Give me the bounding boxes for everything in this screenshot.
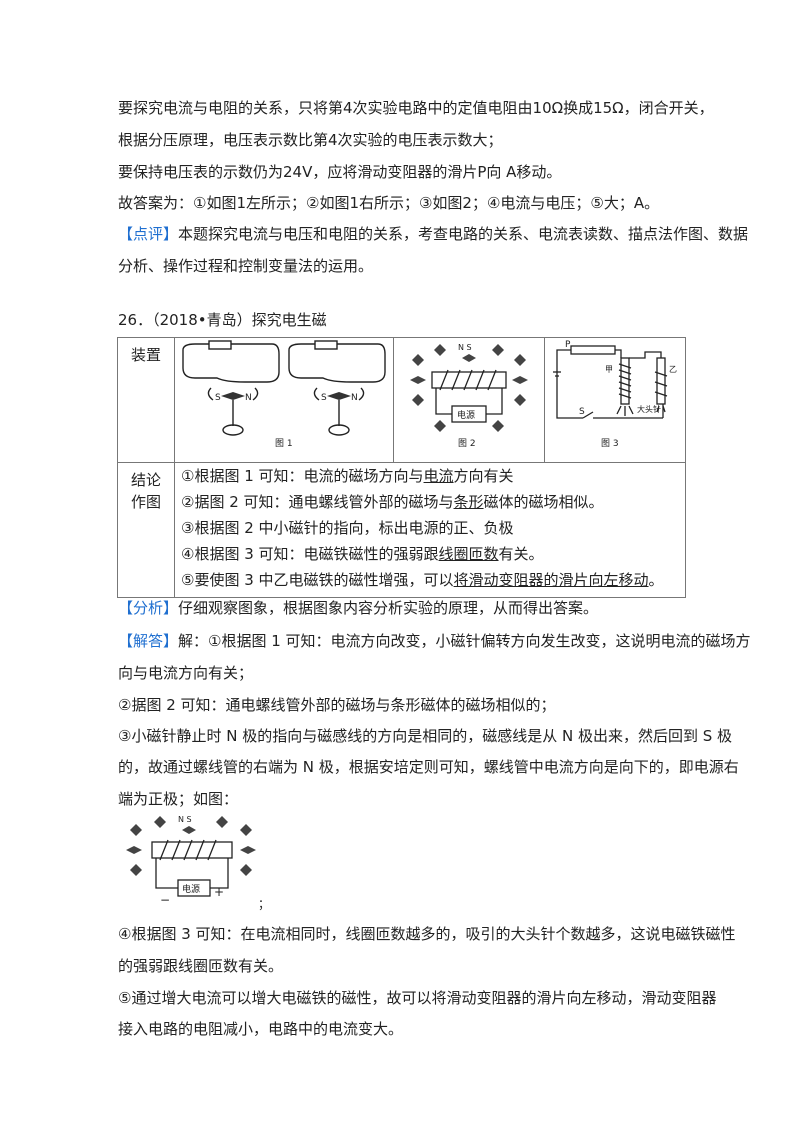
- text-line: ④根据图 3 可知：在电流相同时，线圈匝数越多的，吸引的大头针个数越多，这说电磁…: [118, 925, 736, 943]
- text-line: 要保持电压表的示数仍为24V，应将滑动变阻器的滑片P向 A移动。: [118, 163, 562, 181]
- svg-text:S: S: [321, 393, 327, 403]
- conclusion-3: ③根据图 2 中小磁针的指向，标出电源的正、负极: [181, 519, 514, 537]
- svg-text:N: N: [351, 393, 358, 403]
- experiment-table: 装置 S N: [117, 337, 686, 598]
- answer-blank: 条形: [453, 493, 484, 511]
- analysis-line: 【分析】仔细观察图象，根据图象内容分析实验的原理，从而得出答案。: [118, 597, 598, 619]
- svg-text:N S: N S: [458, 343, 472, 352]
- conclusion-1: ①根据图 1 可知：电流的磁场方向与电流方向有关: [181, 467, 514, 485]
- comment-tag: 【点评】: [118, 225, 179, 243]
- text-line: 要探究电流与电阻的关系，只将第4次实验电路中的定值电阻由10Ω换成15Ω，闭合开…: [118, 99, 714, 117]
- figures-cell: S N S N 图 1 电源: [174, 337, 686, 463]
- answer-tag: 【解答】: [118, 632, 179, 650]
- conclusion-cell: ①根据图 1 可知：电流的磁场方向与电流方向有关 ②据图 2 可知：通电螺线管外…: [174, 462, 686, 598]
- text-line: ③小磁针静止时 N 极的指向与磁感线的方向是相同的，磁感线是从 N 极出来，然后…: [118, 727, 733, 745]
- answer-line: 【解答】解：①根据图 1 可知：电流方向改变，小磁针偏转方向发生改变，这说明电流…: [118, 630, 751, 652]
- figure-3: P S 甲 乙 大头针 图 3: [545, 338, 685, 462]
- plus-sign: +: [214, 885, 224, 899]
- figure-1-caption: 图 1: [275, 438, 293, 449]
- text-line: 的强弱跟线圈匝数有关。: [118, 957, 284, 975]
- figure-2-caption: 图 2: [458, 438, 476, 449]
- fig3-jia-label: 甲: [605, 365, 613, 374]
- figure-1: S N S N 图 1: [175, 338, 394, 462]
- answer-blank: 电流: [423, 467, 454, 485]
- analysis-tag: 【分析】: [118, 599, 179, 617]
- fig3-pins-label: 大头针: [637, 404, 661, 414]
- figure-2-power: 电源: [457, 409, 475, 421]
- conclusion-label: 结论 作图: [117, 462, 175, 598]
- figure-3-drawing: P S 甲 乙 大头针 图 3: [553, 340, 677, 449]
- figure-2-drawing: 电源 N S 图 2: [410, 343, 528, 449]
- analysis-text: 仔细观察图象，根据图象内容分析实验的原理，从而得出答案。: [178, 599, 599, 617]
- figure-2: 电源 N S 图 2: [394, 338, 545, 462]
- fig3-yi-label: 乙: [669, 365, 677, 374]
- figure-semicolon: ；: [258, 897, 270, 911]
- conclusion-5: ⑤要使图 3 中乙电磁铁的磁性增强，可以将滑动变阻器的滑片向左移动。: [181, 571, 664, 589]
- minus-sign: −: [160, 893, 170, 907]
- text-line: 端为正极；如图：: [118, 790, 239, 808]
- conclusion-label-1: 结论: [130, 471, 161, 489]
- text-line: ⑤通过增大电流可以增大电磁铁的磁性，故可以将滑动变阻器的滑片向左移动，滑动变阻器: [118, 989, 717, 1007]
- text-line: 根据分压原理，电压表示数比第4次实验的电压表示数大；: [118, 131, 503, 149]
- conclusion-4: ④根据图 3 可知：电磁铁磁性的强弱跟线圈匝数有关。: [181, 545, 544, 563]
- figure-3-caption: 图 3: [601, 438, 619, 449]
- answer-blank: 线圈匝数: [438, 545, 499, 563]
- conclusion-2: ②据图 2 可知：通电螺线管外部的磁场与条形磁体的磁场相似。: [181, 493, 604, 511]
- answer-figure: 电源 − + N S ；: [126, 815, 270, 911]
- conclusion-label-2: 作图: [130, 493, 161, 511]
- text-line: 向与电流方向有关；: [118, 664, 254, 682]
- text-line: 的，故通过螺线管的右端为 N 极，根据安培定则可知，螺线管中电流方向是向下的，即…: [118, 758, 739, 776]
- device-label: 装置: [117, 337, 175, 463]
- fig3-s-label: S: [579, 407, 585, 417]
- answer-blank: 将滑动变阻器的滑片向左移动: [453, 571, 649, 589]
- svg-text:N: N: [245, 393, 252, 403]
- answer-summary: 故答案为：①如图1左所示；②如图1右所示；③如图2；④电流与电压；⑤大；A。: [118, 194, 660, 212]
- svg-text:N S: N S: [178, 815, 192, 824]
- comment-text: 本题探究电流与电压和电阻的关系，考查电路的关系、电流表读数、描点法作图、数据: [178, 225, 749, 243]
- text-line: 接入电路的电阻减小，电路中的电流变大。: [118, 1020, 404, 1038]
- svg-text:S: S: [215, 393, 221, 403]
- text-line: 分析、操作过程和控制变量法的运用。: [118, 257, 374, 275]
- fig3-p-label: P: [565, 340, 571, 350]
- answer-figure-power: 电源: [182, 883, 200, 895]
- text-line: ②据图 2 可知：通电螺线管外部的磁场与条形磁体的磁场相似的；: [118, 696, 556, 714]
- figure-1-drawing: S N S N 图 1: [182, 340, 386, 449]
- answer-text: 解：①根据图 1 可知：电流方向改变，小磁针偏转方向发生改变，这说明电流的磁场方: [178, 632, 751, 650]
- comment-line: 【点评】本题探究电流与电压和电阻的关系，考查电路的关系、电流表读数、描点法作图、…: [118, 223, 748, 245]
- question-title: 26．（2018•青岛）探究电生磁: [118, 311, 327, 329]
